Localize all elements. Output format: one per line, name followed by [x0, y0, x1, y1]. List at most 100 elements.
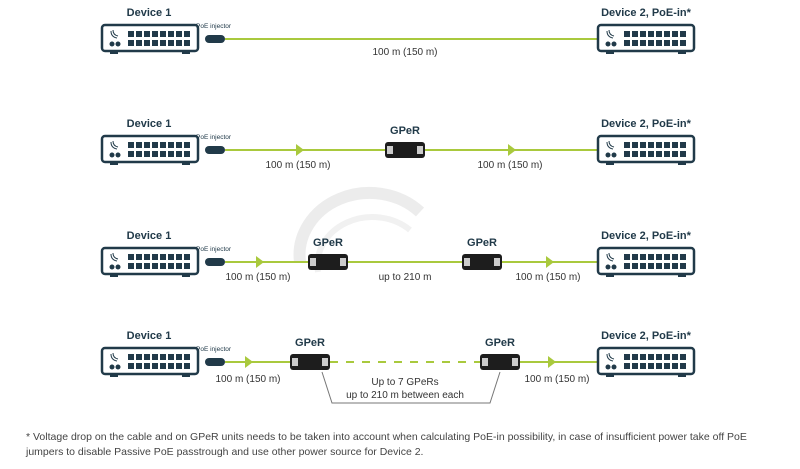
switch-device-icon: [596, 134, 696, 165]
device-foot: [606, 274, 614, 277]
port: [176, 142, 182, 148]
gper-device-icon: [480, 354, 520, 370]
port: [184, 354, 190, 360]
led: [605, 152, 611, 158]
port: [184, 31, 190, 37]
distance-label: 100 m (150 m): [477, 160, 543, 171]
port: [176, 31, 182, 37]
port: [168, 254, 174, 260]
device-foot: [606, 51, 614, 54]
distance-label: 100 m (150 m): [515, 272, 581, 283]
device1-label: Device 1: [126, 330, 172, 342]
port: [624, 40, 630, 46]
gper-port: [322, 358, 328, 366]
port: [640, 151, 646, 157]
port: [160, 40, 166, 46]
port: [184, 40, 190, 46]
device-foot: [678, 374, 686, 377]
device-foot: [110, 51, 118, 54]
port: [656, 151, 662, 157]
port: [664, 354, 670, 360]
port: [184, 263, 190, 269]
distance-label: up to 210 m: [378, 272, 432, 283]
port: [648, 151, 654, 157]
port: [136, 40, 142, 46]
port: [632, 151, 638, 157]
port: [640, 40, 646, 46]
port: [184, 151, 190, 157]
port: [160, 363, 166, 369]
port: [160, 263, 166, 269]
port: [640, 254, 646, 260]
led: [109, 264, 115, 270]
port: [160, 254, 166, 260]
port: [168, 151, 174, 157]
port: [624, 254, 630, 260]
port: [648, 142, 654, 148]
port: [160, 31, 166, 37]
port: [640, 354, 646, 360]
distance-label: 100 m (150 m): [524, 374, 590, 385]
port: [136, 142, 142, 148]
port: [136, 151, 142, 157]
gper-body: [308, 254, 348, 270]
port: [680, 363, 686, 369]
gper-port: [482, 358, 488, 366]
gper-device-icon: [290, 354, 330, 370]
port: [664, 254, 670, 260]
port: [656, 40, 662, 46]
port: [176, 354, 182, 360]
led: [605, 264, 611, 270]
gper-label: GPeR: [295, 337, 325, 349]
port: [160, 151, 166, 157]
device-foot: [678, 51, 686, 54]
bracket-line: [321, 371, 501, 404]
port: [672, 254, 678, 260]
port: [152, 40, 158, 46]
port: [152, 151, 158, 157]
watermark-swoosh: [293, 186, 425, 263]
port: [624, 363, 630, 369]
port: [680, 254, 686, 260]
port: [664, 31, 670, 37]
device2-label: Device 2, PoE-in*: [601, 118, 691, 130]
device1-label: Device 1: [126, 7, 172, 19]
footnote: * Voltage drop on the cable and on GPeR …: [26, 431, 747, 458]
port: [176, 263, 182, 269]
port: [680, 263, 686, 269]
port: [144, 363, 150, 369]
port: [632, 354, 638, 360]
arrow-icon: [548, 356, 556, 368]
led: [611, 364, 617, 370]
gper-port: [310, 258, 316, 266]
port: [144, 354, 150, 360]
gper-device-icon: [308, 254, 348, 270]
port: [664, 142, 670, 148]
port: [168, 363, 174, 369]
led: [109, 152, 115, 158]
port: [632, 142, 638, 148]
wireless-icon: [110, 352, 119, 362]
port: [672, 363, 678, 369]
port: [136, 31, 142, 37]
distance-label: 100 m (150 m): [372, 47, 438, 58]
port: [680, 354, 686, 360]
port: [640, 263, 646, 269]
arrow-icon: [296, 144, 304, 156]
port: [632, 263, 638, 269]
gper-body: [290, 354, 330, 370]
port: [144, 142, 150, 148]
gper-port: [417, 146, 423, 154]
gper-port: [292, 358, 298, 366]
led: [611, 264, 617, 270]
port: [168, 142, 174, 148]
port: [152, 142, 158, 148]
led: [605, 41, 611, 47]
device-foot: [182, 51, 190, 54]
led: [115, 152, 121, 158]
arrow-icon: [256, 256, 264, 268]
poe-injector-icon: [205, 146, 225, 154]
port: [656, 142, 662, 148]
gper-body: [385, 142, 425, 158]
arrow-icon: [546, 256, 554, 268]
